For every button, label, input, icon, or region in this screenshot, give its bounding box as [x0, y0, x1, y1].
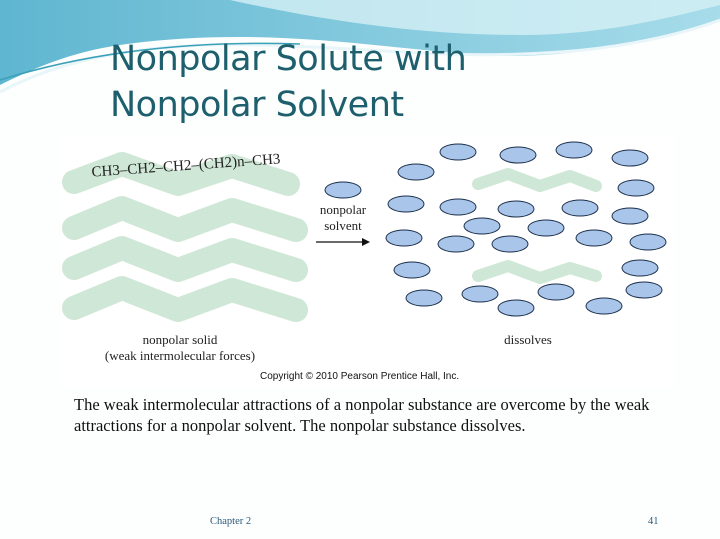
solvent-label-line-2: solvent: [324, 218, 362, 233]
header-wave-decoration: [0, 0, 720, 94]
solvent-molecule: [497, 200, 535, 218]
solvent-molecule: [625, 281, 663, 299]
solvent-molecule: [527, 219, 565, 237]
solvent-molecule: [461, 285, 499, 303]
footer-page-number: 41: [648, 516, 659, 527]
footer-chapter: Chapter 2: [210, 516, 252, 527]
title-line-2: Nonpolar Solvent: [110, 85, 404, 125]
solvent-molecule: [437, 235, 475, 253]
solvent-molecule: [491, 235, 529, 253]
solid-label: nonpolar solid (weak intermolecular forc…: [80, 332, 280, 364]
solvent-molecule: [611, 149, 649, 167]
molecule-chain: [62, 276, 308, 322]
dissolves-label: dissolves: [504, 332, 552, 347]
slide-title: Nonpolar Solute with Nonpolar Solvent: [110, 36, 467, 128]
solvent-molecule: [617, 179, 655, 197]
solvent-molecule: [497, 299, 535, 317]
solvent-molecule: [575, 229, 613, 247]
solvent-molecule: [463, 217, 501, 235]
solid-label-line-1: nonpolar solid: [142, 332, 218, 347]
solvent-molecule: [439, 143, 477, 161]
solvent-molecule: [611, 207, 649, 225]
solvent-molecule: [561, 199, 599, 217]
solvent-molecule: [555, 141, 593, 159]
copyright: Copyright © 2010 Pearson Prentice Hall, …: [260, 371, 460, 382]
solvent-molecule: [387, 195, 425, 213]
solvent-molecule: [499, 146, 537, 164]
solvent-molecule: [397, 163, 435, 181]
solvent-molecule: [585, 297, 623, 315]
solvent-molecule: [439, 198, 477, 216]
solvent-molecule: [629, 233, 667, 251]
molecule-chain: [62, 152, 300, 196]
solvent-label: nonpolar solvent: [308, 202, 378, 234]
solid-label-line-2: (weak intermolecular forces): [104, 348, 256, 363]
solvent-molecule: [621, 259, 659, 277]
title-line-1: Nonpolar Solute with: [110, 39, 467, 79]
molecule-chain: [62, 236, 308, 282]
solvent-molecule: [405, 289, 443, 307]
solvent-label-line-1: nonpolar: [319, 202, 367, 217]
solvent-molecule: [385, 229, 423, 247]
diagram-graphic: [62, 141, 667, 322]
nonpolar-solid-molecules: [62, 152, 602, 322]
dissolved-molecule: [472, 168, 602, 192]
solvent-molecule: [393, 261, 431, 279]
solvent-molecule: [324, 181, 362, 199]
dissolution-diagram: CH3–CH2–CH2–(CH2)n–CH3 nonpolar solvent …: [60, 136, 674, 388]
solvent-molecule: [537, 283, 575, 301]
arrow-head-icon: [362, 238, 370, 246]
slide-caption: The weak intermolecular attractions of a…: [74, 395, 650, 435]
dissolved-molecule: [472, 260, 602, 284]
molecule-chain: [62, 196, 308, 242]
solvent-molecules: [324, 141, 667, 317]
